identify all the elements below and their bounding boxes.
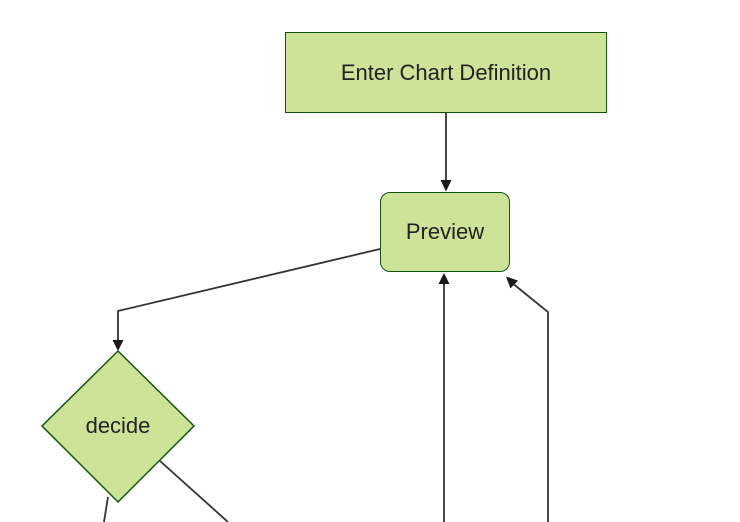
arrowhead-into-preview-top-icon bbox=[440, 180, 452, 192]
node-enter-chart-definition-label: Enter Chart Definition bbox=[340, 59, 552, 85]
node-preview: Preview bbox=[380, 192, 510, 272]
node-decide-label: decide bbox=[85, 413, 151, 438]
node-enter-chart-definition: Enter Chart Definition bbox=[285, 32, 607, 113]
node-decide-shape bbox=[40, 349, 196, 504]
arrowhead-into-preview-bottom-icon bbox=[438, 273, 450, 284]
node-decide-label-wrap: decide bbox=[43, 413, 193, 439]
edge-decide-to-offscreen-left bbox=[103, 496, 109, 522]
node-preview-label: Preview bbox=[405, 219, 485, 244]
arrowhead-into-decide-top-icon bbox=[112, 340, 124, 351]
arrowhead-into-preview-corner-icon bbox=[506, 276, 519, 289]
edge-decide-to-offscreen-right bbox=[159, 460, 229, 522]
edge-preview-to-decide bbox=[117, 248, 381, 342]
edge-offscreen-to-preview-corner bbox=[513, 283, 549, 522]
